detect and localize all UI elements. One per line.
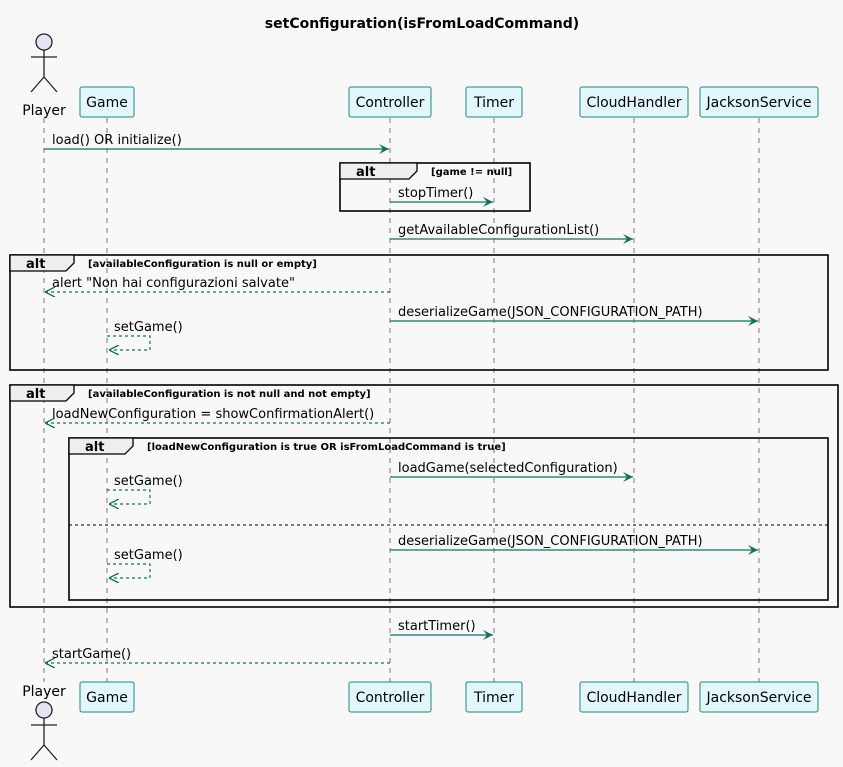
fragment-keyword: alt bbox=[26, 387, 45, 402]
participant-timer-top: Timer bbox=[465, 86, 523, 118]
message-label: alert "Non hai configurazioni salvate" bbox=[52, 276, 295, 291]
fragment-guard: [game != null] bbox=[431, 167, 512, 178]
self-message-arrow bbox=[107, 489, 151, 504]
message: setGame() bbox=[107, 474, 183, 504]
participant-label: Timer bbox=[473, 690, 514, 706]
participant-box bbox=[348, 86, 432, 118]
actor-stick-figure-icon bbox=[30, 701, 58, 761]
participant-box bbox=[465, 681, 523, 713]
fragment-frame bbox=[339, 162, 531, 212]
message-label: getAvailableConfigurationList() bbox=[398, 223, 599, 238]
message-label: loadGame(selectedConfiguration) bbox=[398, 461, 618, 476]
fragment-keyword: alt bbox=[26, 257, 45, 272]
participant-box bbox=[699, 86, 819, 118]
fragment-frame bbox=[68, 437, 829, 601]
message-label: load() OR initialize() bbox=[52, 133, 182, 148]
message-label: setGame() bbox=[114, 548, 183, 563]
participant-label: JacksonService bbox=[706, 690, 812, 706]
participant-game-bottom: Game bbox=[79, 681, 135, 713]
participant-label: CloudHandler bbox=[586, 95, 681, 111]
message-label: setGame() bbox=[114, 474, 183, 489]
message: deserializeGame(JSON_CONFIGURATION_PATH) bbox=[390, 305, 758, 326]
participant-label: CloudHandler bbox=[586, 690, 681, 706]
message-label: setGame() bbox=[114, 320, 183, 335]
message: startTimer() bbox=[390, 619, 493, 640]
participant-label: Timer bbox=[473, 95, 514, 111]
actor-top: Player bbox=[22, 33, 66, 119]
combined-fragments: alt [game != null] alt [availableConfigurat… bbox=[9, 162, 839, 608]
fragment-guard: [availableConfiguration is not null and … bbox=[88, 389, 371, 400]
participant-label: Game bbox=[86, 95, 128, 111]
participant-jackson-top: JacksonService bbox=[699, 86, 819, 118]
participant-box bbox=[465, 86, 523, 118]
fragment-tab bbox=[9, 384, 75, 402]
message-label: startGame() bbox=[52, 647, 131, 662]
participant-jackson-bottom: JacksonService bbox=[699, 681, 819, 713]
participant-label: JacksonService bbox=[706, 95, 812, 111]
actor-stick-figure-icon bbox=[30, 33, 58, 93]
fragment-tab bbox=[68, 437, 134, 455]
message-label: stopTimer() bbox=[398, 186, 473, 201]
alt-fragment: alt [loadNewConfiguration is true OR isFr… bbox=[68, 437, 829, 601]
message: loadNewConfiguration = showConfirmationA… bbox=[45, 407, 390, 423]
diagram-title: setConfiguration(isFromLoadCommand) bbox=[265, 16, 579, 32]
participant-box bbox=[79, 681, 135, 713]
message-label: loadNewConfiguration = showConfirmationA… bbox=[52, 407, 374, 422]
actor-label: Player bbox=[22, 684, 66, 700]
participant-box bbox=[79, 86, 135, 118]
participant-timer-bottom: Timer bbox=[465, 681, 523, 713]
participant-box bbox=[699, 681, 819, 713]
fragment-frame bbox=[9, 384, 839, 608]
participant-cloud-top: CloudHandler bbox=[579, 86, 689, 118]
message: setGame() bbox=[107, 320, 183, 350]
actor-label: Player bbox=[22, 103, 66, 119]
actor-bottom: Player bbox=[22, 684, 66, 761]
messages: load() OR initialize() stopTimer() getAvai… bbox=[44, 133, 758, 663]
message: startGame() bbox=[45, 647, 390, 663]
fragment-guard: [availableConfiguration is null or empty… bbox=[88, 259, 317, 270]
fragment-frame bbox=[9, 254, 829, 371]
fragment-keyword: alt bbox=[85, 440, 104, 455]
participant-controller-bottom: Controller bbox=[348, 681, 432, 713]
lifelines bbox=[43, 118, 760, 682]
fragment-keyword: alt bbox=[356, 165, 375, 180]
participant-cloud-bottom: CloudHandler bbox=[579, 681, 689, 713]
participant-label: Controller bbox=[356, 95, 425, 111]
message: loadGame(selectedConfiguration) bbox=[390, 461, 633, 482]
participant-label: Controller bbox=[356, 690, 425, 706]
participant-box bbox=[579, 681, 689, 713]
fragment-guard: [loadNewConfiguration is true OR isFromL… bbox=[147, 442, 506, 453]
message: load() OR initialize() bbox=[44, 133, 389, 154]
self-message-arrow bbox=[107, 335, 151, 350]
participant-game-top: Game bbox=[79, 86, 135, 118]
participant-heads: PlayerPlayerGameGameControllerController… bbox=[22, 33, 819, 761]
participant-box bbox=[348, 681, 432, 713]
participant-box bbox=[579, 86, 689, 118]
self-message-arrow bbox=[107, 563, 151, 578]
message: deserializeGame(JSON_CONFIGURATION_PATH) bbox=[390, 534, 758, 555]
message: stopTimer() bbox=[390, 186, 493, 207]
message-label: deserializeGame(JSON_CONFIGURATION_PATH) bbox=[398, 534, 703, 549]
message: getAvailableConfigurationList() bbox=[390, 223, 633, 244]
alt-fragment: alt [availableConfiguration is null or em… bbox=[9, 254, 829, 371]
message: alert "Non hai configurazioni salvate" bbox=[45, 276, 390, 292]
alt-fragment: alt [game != null] bbox=[339, 162, 531, 212]
message-label: deserializeGame(JSON_CONFIGURATION_PATH) bbox=[398, 305, 703, 320]
message: setGame() bbox=[107, 548, 183, 578]
fragment-tab bbox=[339, 162, 418, 180]
fragment-tab bbox=[9, 254, 75, 272]
participant-controller-top: Controller bbox=[348, 86, 432, 118]
message-label: startTimer() bbox=[398, 619, 476, 634]
alt-fragment: alt [availableConfiguration is not null a… bbox=[9, 384, 839, 608]
participant-label: Game bbox=[86, 690, 128, 706]
